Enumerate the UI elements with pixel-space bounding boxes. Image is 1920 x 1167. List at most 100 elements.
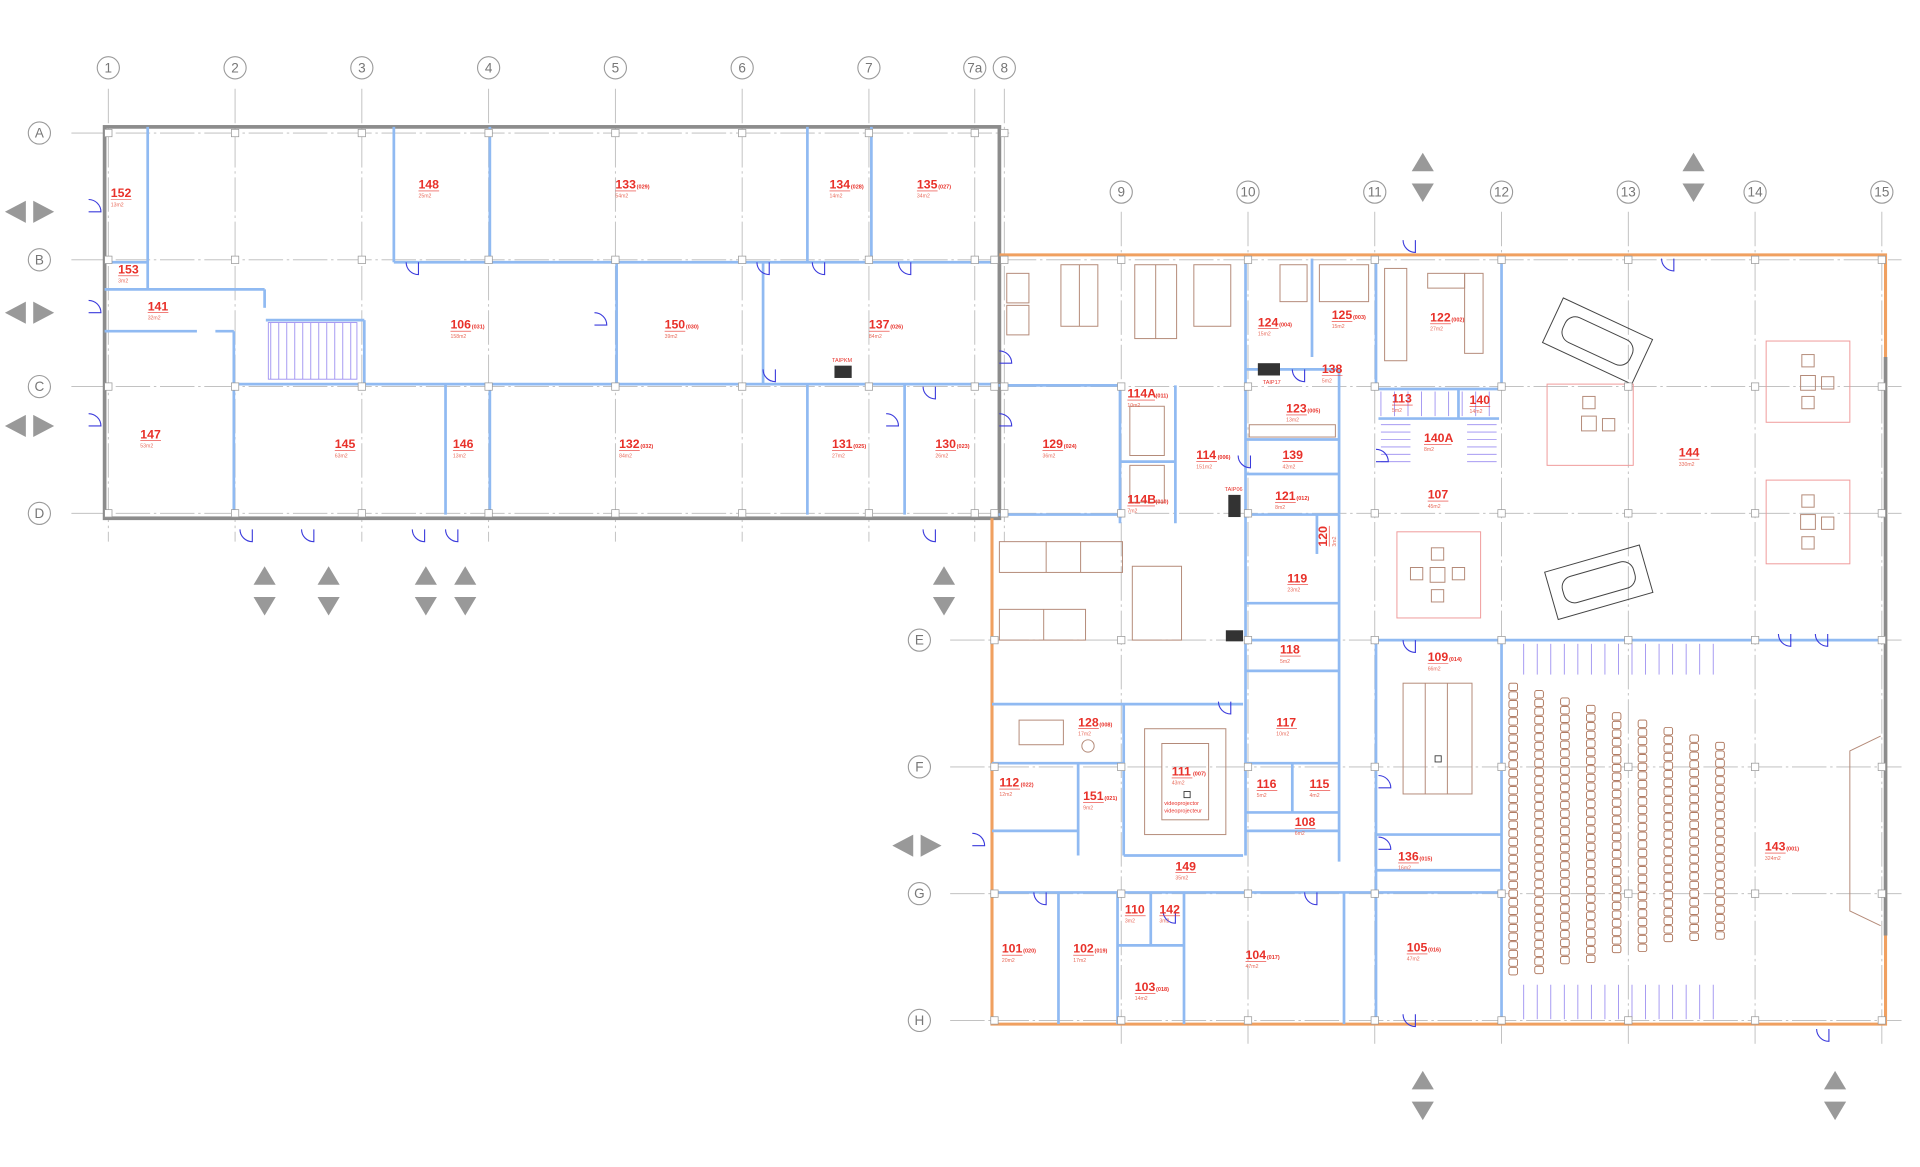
grid-axis-column-6: 6 [730,56,754,80]
grid-axis-label: A [35,126,44,141]
room-code: (002) [1451,317,1464,323]
room-area: 5m2 [1392,408,1402,414]
room-area: 53m2 [140,444,153,450]
grid-axis-column-10: 10 [1236,180,1260,204]
door [1378,836,1392,850]
entrance-arrow-horizontal [4,414,55,438]
room-area: 45m2 [1428,504,1441,510]
grid-axis-column-5: 5 [603,56,628,80]
room-area: 5m2 [1280,659,1290,665]
room-number: 145 [335,437,356,451]
door [1033,892,1047,906]
door [999,350,1013,364]
room-code: (001) [1786,847,1799,853]
room-code: (004) [1279,322,1292,328]
room-number: 113 [1392,392,1412,406]
entrance-arrow-horizontal [4,301,55,324]
room-code: (010) [1156,500,1169,506]
room-label-151: 151(021)9m2 [1083,789,1117,811]
grid-axis-column-4: 4 [476,56,501,80]
room-area: 15m2 [1258,332,1271,338]
grid-axis-label: B [35,252,44,267]
door [88,198,102,213]
seat-row [1611,712,1622,954]
entrance-arrow-vertical [1682,152,1705,202]
room-label-123: 123(005)13m2 [1286,401,1320,423]
room-area: 66m2 [1428,666,1441,672]
room-code: (019) [1095,949,1108,955]
room-area: 32m2 [148,316,161,322]
grid-axis-label: 9 [1117,185,1125,200]
room-area: 9m2 [1083,805,1093,811]
room-number: 102 [1073,942,1094,956]
room-label-136: 136(015)16m2 [1398,849,1432,871]
room-label-134: 134(028)14m2 [830,177,864,199]
grid-axis-label: 7a [967,60,983,75]
projector-label: videoprojector [1164,801,1199,807]
room-label-104: 104(017)47m2 [1246,948,1280,970]
room-code: (016) [1428,948,1441,954]
room-number: 148 [418,177,439,191]
printer-label-taipkm: TAIPKM [832,358,853,364]
grid-axis-label: E [915,633,924,648]
entrance-arrow-vertical [454,566,477,616]
entrance-arrow-vertical [317,566,340,616]
door [411,529,426,543]
room-number: 136 [1398,849,1419,863]
room-number: 108 [1295,815,1316,829]
grid-axis-label: 4 [485,60,493,75]
grid-axis-label: 13 [1621,185,1636,200]
door [444,529,459,543]
room-area: 10m2 [1127,403,1140,409]
room-number: 131 [832,437,853,451]
room-number: 107 [1428,488,1449,502]
door [1291,369,1306,383]
room-number: 120 [1316,526,1330,547]
grid-axis-label: C [35,379,45,394]
room-area: 5m2 [1257,793,1267,799]
door [922,386,936,400]
room-number: 130 [935,437,956,451]
room-area: 4m2 [1310,793,1320,799]
furniture-layer [267,264,1881,1020]
door [1660,258,1675,272]
room-label-150: 150(030)39m2 [665,318,699,340]
room-code: (014) [1449,657,1462,663]
door [1162,910,1176,924]
room-code: (011) [1156,394,1169,400]
printer-icon [1257,363,1280,376]
door [811,262,826,276]
room-code: (031) [472,325,485,331]
seat-row [1637,719,1648,952]
room-number: 111 [1172,765,1191,779]
room-code: (022) [1021,783,1034,789]
door [1237,455,1252,469]
projector-label: videoprojecteur [1164,808,1202,814]
grid-axis-column-13: 13 [1616,180,1640,204]
room-area: 3m2 [1159,919,1169,925]
room-area: 13m2 [453,453,466,459]
room-label-109: 109(014)66m2 [1428,650,1462,672]
room-number: 151 [1083,789,1104,803]
room-area: 8m2 [1275,505,1285,511]
grid-axis-row-D: D [27,501,52,525]
room-label-102: 102(019)17m2 [1073,942,1107,964]
entrance-arrow-vertical [1824,1070,1847,1121]
grid-axis-label: 8 [1001,60,1009,75]
door [1402,1014,1416,1028]
door [886,413,900,427]
grid-axis-label: 6 [738,60,746,75]
grid-axis-column-3: 3 [350,56,374,80]
room-area: 14m2 [830,194,843,200]
entrance-arrow-vertical [414,566,437,616]
room-number: 150 [665,318,686,332]
room-number: 140 [1470,393,1491,407]
